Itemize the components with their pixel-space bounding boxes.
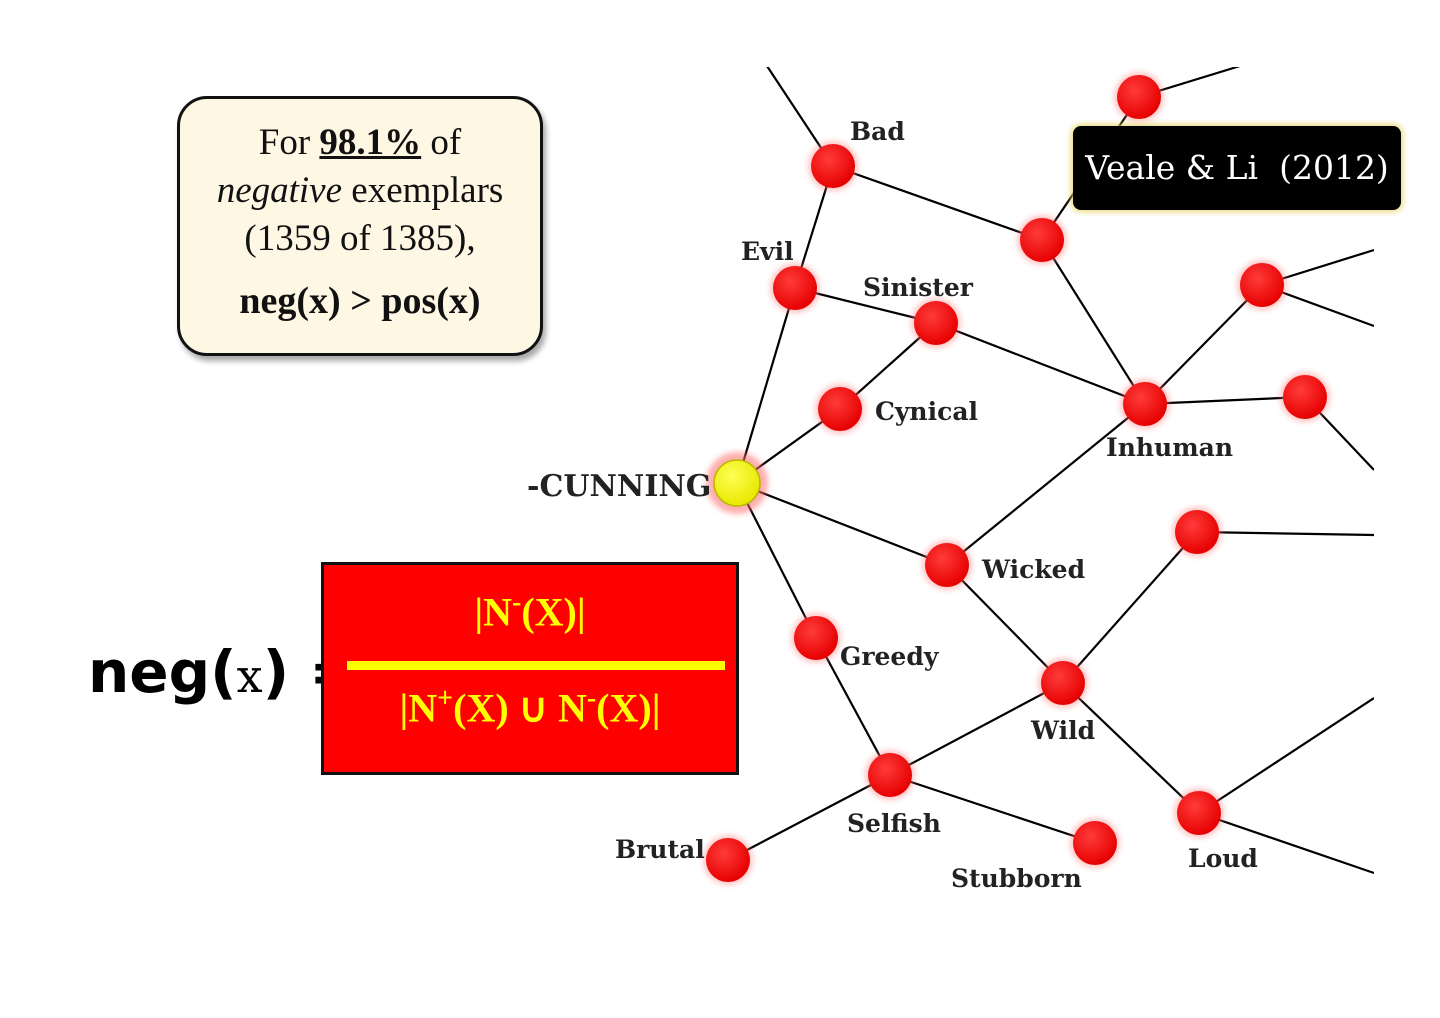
stat-negative-text: negative <box>216 170 343 211</box>
formula-lhs-var: x <box>236 649 263 703</box>
citation-badge: Veale & Li (2012) <box>1073 126 1401 210</box>
den-close: (X)| <box>596 685 661 731</box>
node-sinister <box>914 301 958 345</box>
graph-nodes <box>703 72 1330 885</box>
node-stubborn <box>1073 821 1117 865</box>
edge-cunning-wicked <box>736 481 948 567</box>
den-mid: (X) ∪ N <box>453 685 587 731</box>
formula-lhs-name: neg( <box>88 638 237 706</box>
stat-line-1: For 98.1% of <box>180 119 540 167</box>
node-u_top <box>1117 75 1161 119</box>
node-label-wild: Wild <box>1030 716 1095 745</box>
stat-of-text: of <box>430 122 462 163</box>
edge-loud-offscreen-6 <box>1198 811 1374 875</box>
node-u_r3 <box>1175 510 1219 554</box>
edge-inhuman-u_r1 <box>1144 284 1263 405</box>
num-sup: - <box>512 587 522 618</box>
den-open: |N <box>399 685 438 731</box>
node-cynical <box>818 387 862 431</box>
graph-labels: -CUNNING BadEvilSinisterCynicalInhumanWic… <box>527 117 1258 893</box>
edge-wild-loud <box>1062 682 1200 814</box>
den-sup-plus: + <box>437 683 454 714</box>
edge-wild-u_r3 <box>1062 531 1198 684</box>
statistic-callout: For 98.1% of negative exemplars (1359 of… <box>177 96 543 356</box>
edge-u_mid-inhuman <box>1041 239 1146 405</box>
node-loud <box>1177 791 1221 835</box>
node-label-selfish: Selfish <box>847 809 941 838</box>
edge-bad-u_mid <box>832 164 1043 242</box>
stat-exemplars-text: exemplars <box>351 170 504 211</box>
edge-inhuman-u_r2 <box>1144 395 1306 406</box>
fraction-bar <box>347 661 725 670</box>
node-selfish <box>868 753 912 797</box>
node-wicked <box>925 543 969 587</box>
node-label-greedy: Greedy <box>840 642 940 671</box>
edge-selfish-stubborn <box>889 773 1096 845</box>
edge-u_r3-offscreen-4 <box>1196 530 1374 537</box>
node-brutal <box>706 838 750 882</box>
stat-for-text: For <box>258 122 311 163</box>
node-label-brutal: Brutal <box>615 835 705 864</box>
node-label-wicked: Wicked <box>981 555 1085 584</box>
node-wild <box>1041 661 1085 705</box>
node-label-cynical: Cynical <box>875 397 978 426</box>
edge-selfish-wild <box>889 682 1064 776</box>
node-u_mid <box>1020 218 1064 262</box>
edge-sinister-inhuman <box>935 321 1146 406</box>
node-cunning <box>713 459 761 507</box>
node-u_r1 <box>1240 263 1284 307</box>
node-label-bad: Bad <box>850 117 905 146</box>
num-close: (X)| <box>521 589 586 635</box>
node-label-cunning: -CUNNING <box>527 469 711 504</box>
node-bad <box>811 144 855 188</box>
edge-cunning-evil <box>735 287 797 484</box>
stat-count: (1359 of 1385), <box>244 218 476 259</box>
den-sup-minus: - <box>586 683 597 714</box>
formula-denominator: |N+(X) ∪ N-(X)| <box>324 683 736 731</box>
formula-fraction: |N-(X)| |N+(X) ∪ N-(X)| <box>321 562 739 775</box>
stat-inequality: neg(x) > pos(x) <box>239 280 481 322</box>
edge-greedy-selfish <box>815 637 891 776</box>
node-label-inhuman: Inhuman <box>1106 433 1233 462</box>
formula-numerator: |N-(X)| <box>324 587 736 635</box>
stat-line-2: negative exemplars <box>180 167 540 215</box>
node-label-loud: Loud <box>1188 844 1258 873</box>
node-evil <box>773 266 817 310</box>
num-open: |N <box>474 589 513 635</box>
stat-percent: 98.1% <box>319 122 422 163</box>
node-inhuman <box>1123 382 1167 426</box>
node-u_r2 <box>1283 375 1327 419</box>
edge-selfish-brutal <box>727 774 891 861</box>
node-label-sinister: Sinister <box>863 273 974 302</box>
node-label-evil: Evil <box>741 237 794 266</box>
node-label-stubborn: Stubborn <box>951 864 1082 893</box>
edge-inhuman-wicked <box>946 403 1146 566</box>
edge-loud-offscreen-5 <box>1198 697 1374 814</box>
node-greedy <box>794 616 838 660</box>
formula-lhs: neg(x) = <box>88 632 358 712</box>
edge-wicked-wild <box>946 564 1064 684</box>
